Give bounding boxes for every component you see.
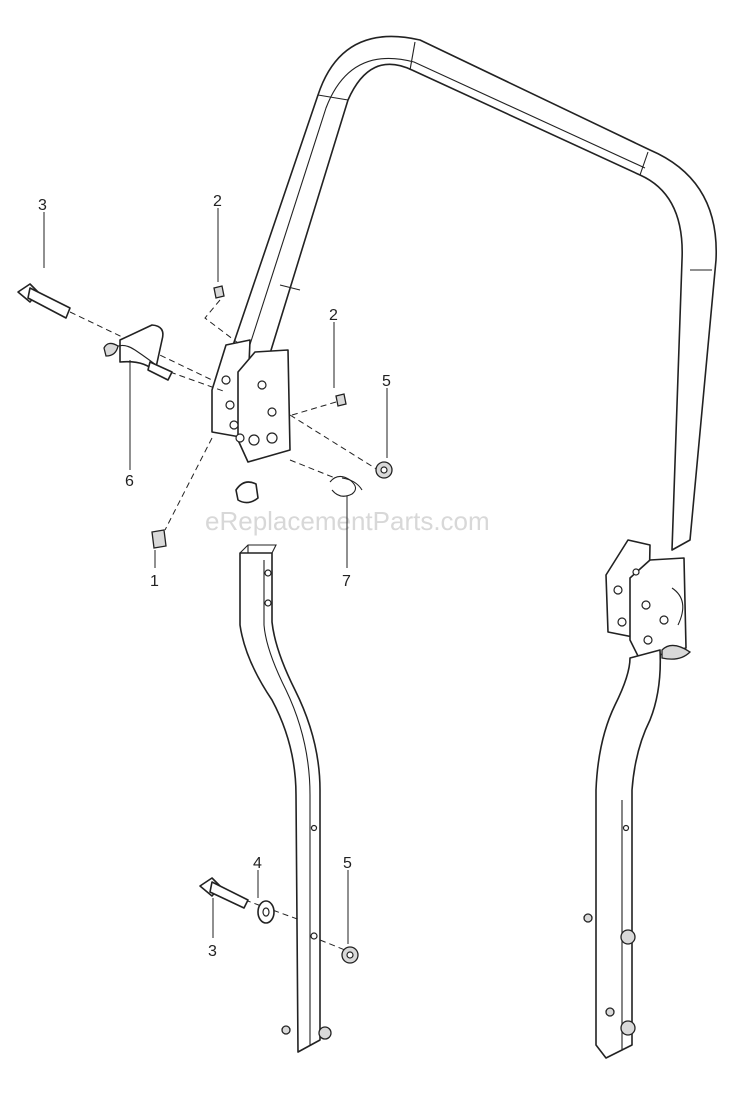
left-hoop-bracket: [211, 339, 291, 463]
callout-1: 1: [150, 573, 159, 590]
callout-7: 7: [342, 573, 351, 590]
callout-2-upper: 2: [213, 193, 222, 210]
rollbar-upper-hoop: [227, 35, 717, 551]
leader-lines: [43, 208, 388, 944]
part-small-nut-2a: [213, 285, 225, 299]
right-hoop-bracket: [605, 539, 692, 661]
callout-6: 6: [125, 473, 134, 490]
part-plug-1: [151, 529, 167, 549]
part-bolt-upper: [17, 283, 71, 319]
right-lower-upright: [583, 649, 662, 1059]
part-hairpin-6: [103, 324, 173, 381]
callout-3-upper: 3: [38, 197, 47, 214]
part-locknut-5a: [375, 461, 393, 479]
left-lower-upright: [239, 544, 332, 1053]
callout-3-lower: 3: [208, 943, 217, 960]
part-clip-7: [329, 475, 363, 497]
callouts: 3 2 2 5 6 1 7 4 5 3: [38, 193, 391, 960]
callout-4: 4: [253, 855, 262, 872]
part-locknut-5b: [341, 946, 359, 964]
callout-2-right: 2: [329, 307, 338, 324]
assembly-lines: [69, 299, 379, 951]
part-bolt-lower: [199, 877, 249, 909]
callout-5-lower: 5: [343, 855, 352, 872]
part-small-nut-2b: [335, 393, 347, 407]
callout-5-upper: 5: [382, 373, 391, 390]
part-cap: [235, 481, 259, 504]
part-washer-4: [257, 900, 275, 924]
